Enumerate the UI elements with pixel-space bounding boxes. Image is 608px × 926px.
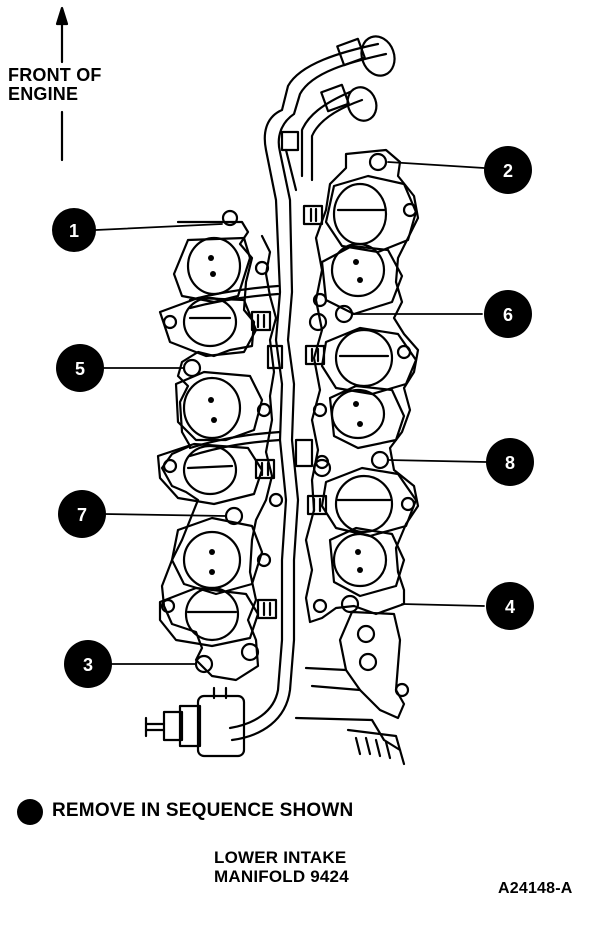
callout-3: 3 bbox=[64, 640, 112, 688]
legend-text: REMOVE IN SEQUENCE SHOWN bbox=[52, 800, 354, 821]
front-direction-arrow bbox=[55, 6, 69, 162]
front-label-line2: ENGINE bbox=[8, 84, 79, 104]
caption-line1: LOWER INTAKE bbox=[214, 848, 347, 867]
svg-text:7: 7 bbox=[77, 505, 87, 525]
callout-1: 1 bbox=[52, 208, 96, 252]
fuel-rail bbox=[188, 35, 396, 742]
diagram-caption: LOWER INTAKE MANIFOLD 9424 bbox=[214, 848, 349, 886]
callout-6: 6 bbox=[484, 290, 532, 338]
callout-8: 8 bbox=[486, 438, 534, 486]
svg-text:2: 2 bbox=[503, 161, 513, 181]
rear-bracket bbox=[294, 610, 410, 766]
svg-text:1: 1 bbox=[69, 221, 79, 241]
svg-text:8: 8 bbox=[505, 453, 515, 473]
callout-2: 2 bbox=[484, 146, 532, 194]
figure-id: A24148-A bbox=[498, 880, 573, 897]
front-of-engine-label: FRONT OF ENGINE bbox=[8, 66, 102, 104]
callout-4: 4 bbox=[486, 582, 534, 630]
caption-line2: MANIFOLD 9424 bbox=[214, 867, 349, 886]
svg-text:6: 6 bbox=[503, 305, 513, 325]
right-cylinder-bank bbox=[304, 148, 420, 624]
svg-text:3: 3 bbox=[83, 655, 93, 675]
legend-bullet-icon bbox=[17, 799, 43, 825]
fuel-pressure-regulator bbox=[144, 686, 246, 758]
callout-leaders bbox=[95, 161, 487, 665]
front-label-line1: FRONT OF bbox=[8, 65, 102, 85]
callout-5: 5 bbox=[56, 344, 104, 392]
injector-connectors bbox=[250, 204, 328, 620]
svg-text:4: 4 bbox=[505, 597, 515, 617]
callout-7: 7 bbox=[58, 490, 106, 538]
left-cylinder-bank bbox=[156, 209, 278, 682]
svg-text:5: 5 bbox=[75, 359, 85, 379]
